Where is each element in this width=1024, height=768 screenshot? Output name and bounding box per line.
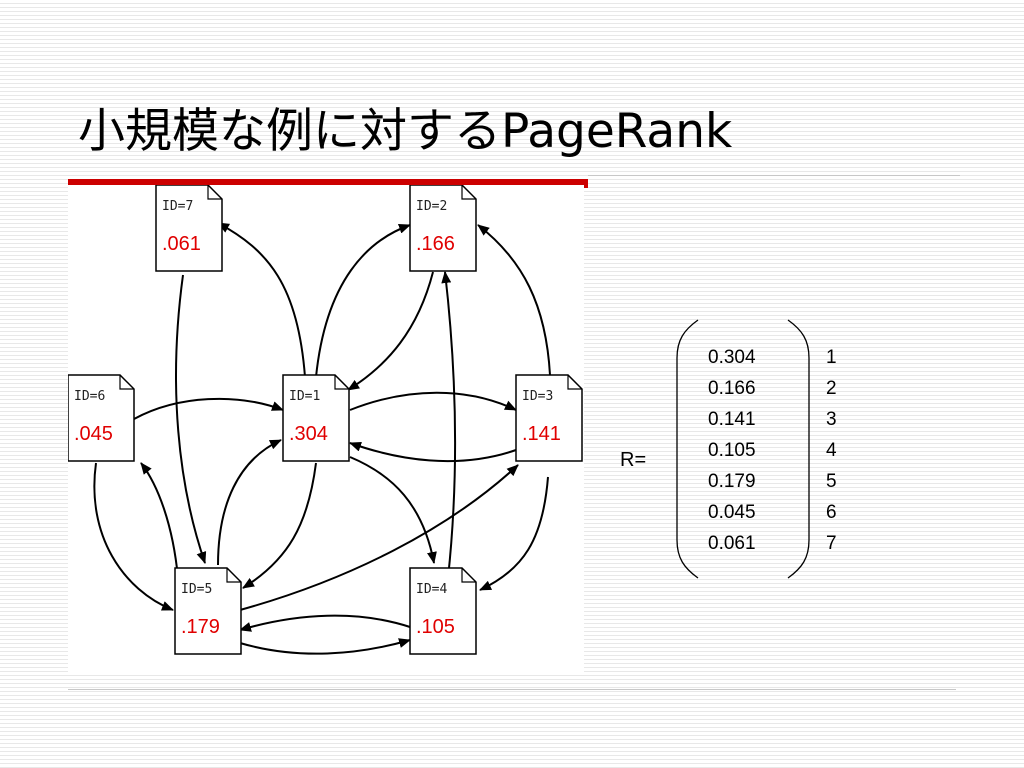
rank-id: 5 bbox=[826, 471, 837, 492]
document-icon bbox=[68, 374, 135, 462]
edge-1-to-5 bbox=[242, 462, 317, 589]
rank-value: 0.105 bbox=[708, 440, 756, 461]
edge-5-to-6 bbox=[140, 462, 179, 579]
node-id-label: ID=4 bbox=[416, 582, 447, 597]
graph-node: ID=3 .141 bbox=[515, 374, 583, 462]
rank-id: 7 bbox=[826, 533, 837, 554]
node-pagerank-value: .045 bbox=[74, 423, 113, 445]
node-pagerank-value: .304 bbox=[289, 423, 328, 445]
node-id-label: ID=2 bbox=[416, 199, 447, 214]
graph-node: ID=1 .304 bbox=[282, 374, 350, 462]
graph-node: ID=5 .179 bbox=[174, 567, 242, 655]
node-id-label: ID=1 bbox=[289, 389, 320, 404]
rank-id: 3 bbox=[826, 409, 837, 430]
document-fold bbox=[207, 185, 222, 200]
rank-id: 2 bbox=[826, 378, 837, 399]
graph-node: ID=2 .166 bbox=[409, 185, 477, 272]
rank-values-column: 0.304 0.166 0.141 0.105 0.179 0.045 0.06… bbox=[708, 347, 756, 564]
document-icon bbox=[515, 374, 583, 462]
document-icon bbox=[174, 567, 242, 655]
graph-node: ID=6 .045 bbox=[68, 374, 135, 462]
edge-2-to-1 bbox=[347, 271, 434, 391]
edge-1-to-3 bbox=[349, 391, 517, 411]
node-id-label: ID=6 bbox=[74, 389, 105, 404]
rank-value: 0.061 bbox=[708, 533, 756, 554]
rank-id: 4 bbox=[826, 440, 837, 461]
document-fold bbox=[461, 185, 476, 200]
document-icon bbox=[282, 374, 350, 462]
document-fold bbox=[119, 375, 134, 390]
edge-6-to-1 bbox=[133, 397, 284, 420]
edge-1-to-2 bbox=[315, 223, 411, 378]
title-underline-red bbox=[68, 179, 588, 185]
edge-5-to-3 bbox=[239, 464, 519, 611]
edge-4-to-2 bbox=[441, 271, 457, 579]
node-pagerank-value: .061 bbox=[162, 233, 201, 255]
rank-value: 0.045 bbox=[708, 502, 756, 523]
edge-7-to-5 bbox=[175, 274, 207, 564]
node-pagerank-value: .166 bbox=[416, 233, 455, 255]
rank-ids-column: 1 2 3 4 5 6 7 bbox=[826, 347, 837, 564]
rank-value: 0.141 bbox=[708, 409, 756, 430]
edge-3-to-4 bbox=[479, 476, 549, 591]
document-fold bbox=[334, 375, 349, 390]
bottom-rule bbox=[68, 689, 956, 690]
rank-vector-label: R= bbox=[620, 449, 647, 471]
rank-id: 1 bbox=[826, 347, 837, 368]
node-pagerank-value: .141 bbox=[522, 423, 561, 445]
rank-vector-bracket bbox=[676, 319, 810, 579]
rank-value: 0.304 bbox=[708, 347, 756, 368]
node-id-label: ID=7 bbox=[162, 199, 193, 214]
edge-1-to-7 bbox=[217, 222, 306, 378]
graph-node: ID=4 .105 bbox=[409, 567, 477, 655]
document-icon bbox=[409, 567, 477, 655]
edge-6-to-5 bbox=[93, 462, 174, 611]
page-title: 小規模な例に対するPageRank bbox=[78, 104, 733, 159]
document-icon bbox=[409, 185, 477, 272]
node-id-label: ID=5 bbox=[181, 582, 212, 597]
rank-id: 6 bbox=[826, 502, 837, 523]
title-underline-tick bbox=[584, 179, 588, 188]
edge-1-to-4 bbox=[349, 456, 437, 564]
node-pagerank-value: .105 bbox=[416, 616, 455, 638]
document-icon bbox=[155, 185, 223, 272]
edge-5-to-4 bbox=[239, 638, 411, 655]
edge-3-to-1 bbox=[349, 441, 517, 462]
document-fold bbox=[461, 568, 476, 583]
graph-node: ID=7 .061 bbox=[155, 185, 223, 272]
edge-5-to-1 bbox=[217, 439, 282, 566]
document-fold bbox=[226, 568, 241, 583]
node-pagerank-value: .179 bbox=[181, 616, 220, 638]
document-fold bbox=[567, 375, 582, 390]
edge-3-to-2 bbox=[477, 224, 551, 376]
rank-value: 0.166 bbox=[708, 378, 756, 399]
node-id-label: ID=3 bbox=[522, 389, 553, 404]
rank-value: 0.179 bbox=[708, 471, 756, 492]
title-underline-gray bbox=[588, 175, 960, 176]
edge-4-to-5 bbox=[239, 614, 411, 632]
